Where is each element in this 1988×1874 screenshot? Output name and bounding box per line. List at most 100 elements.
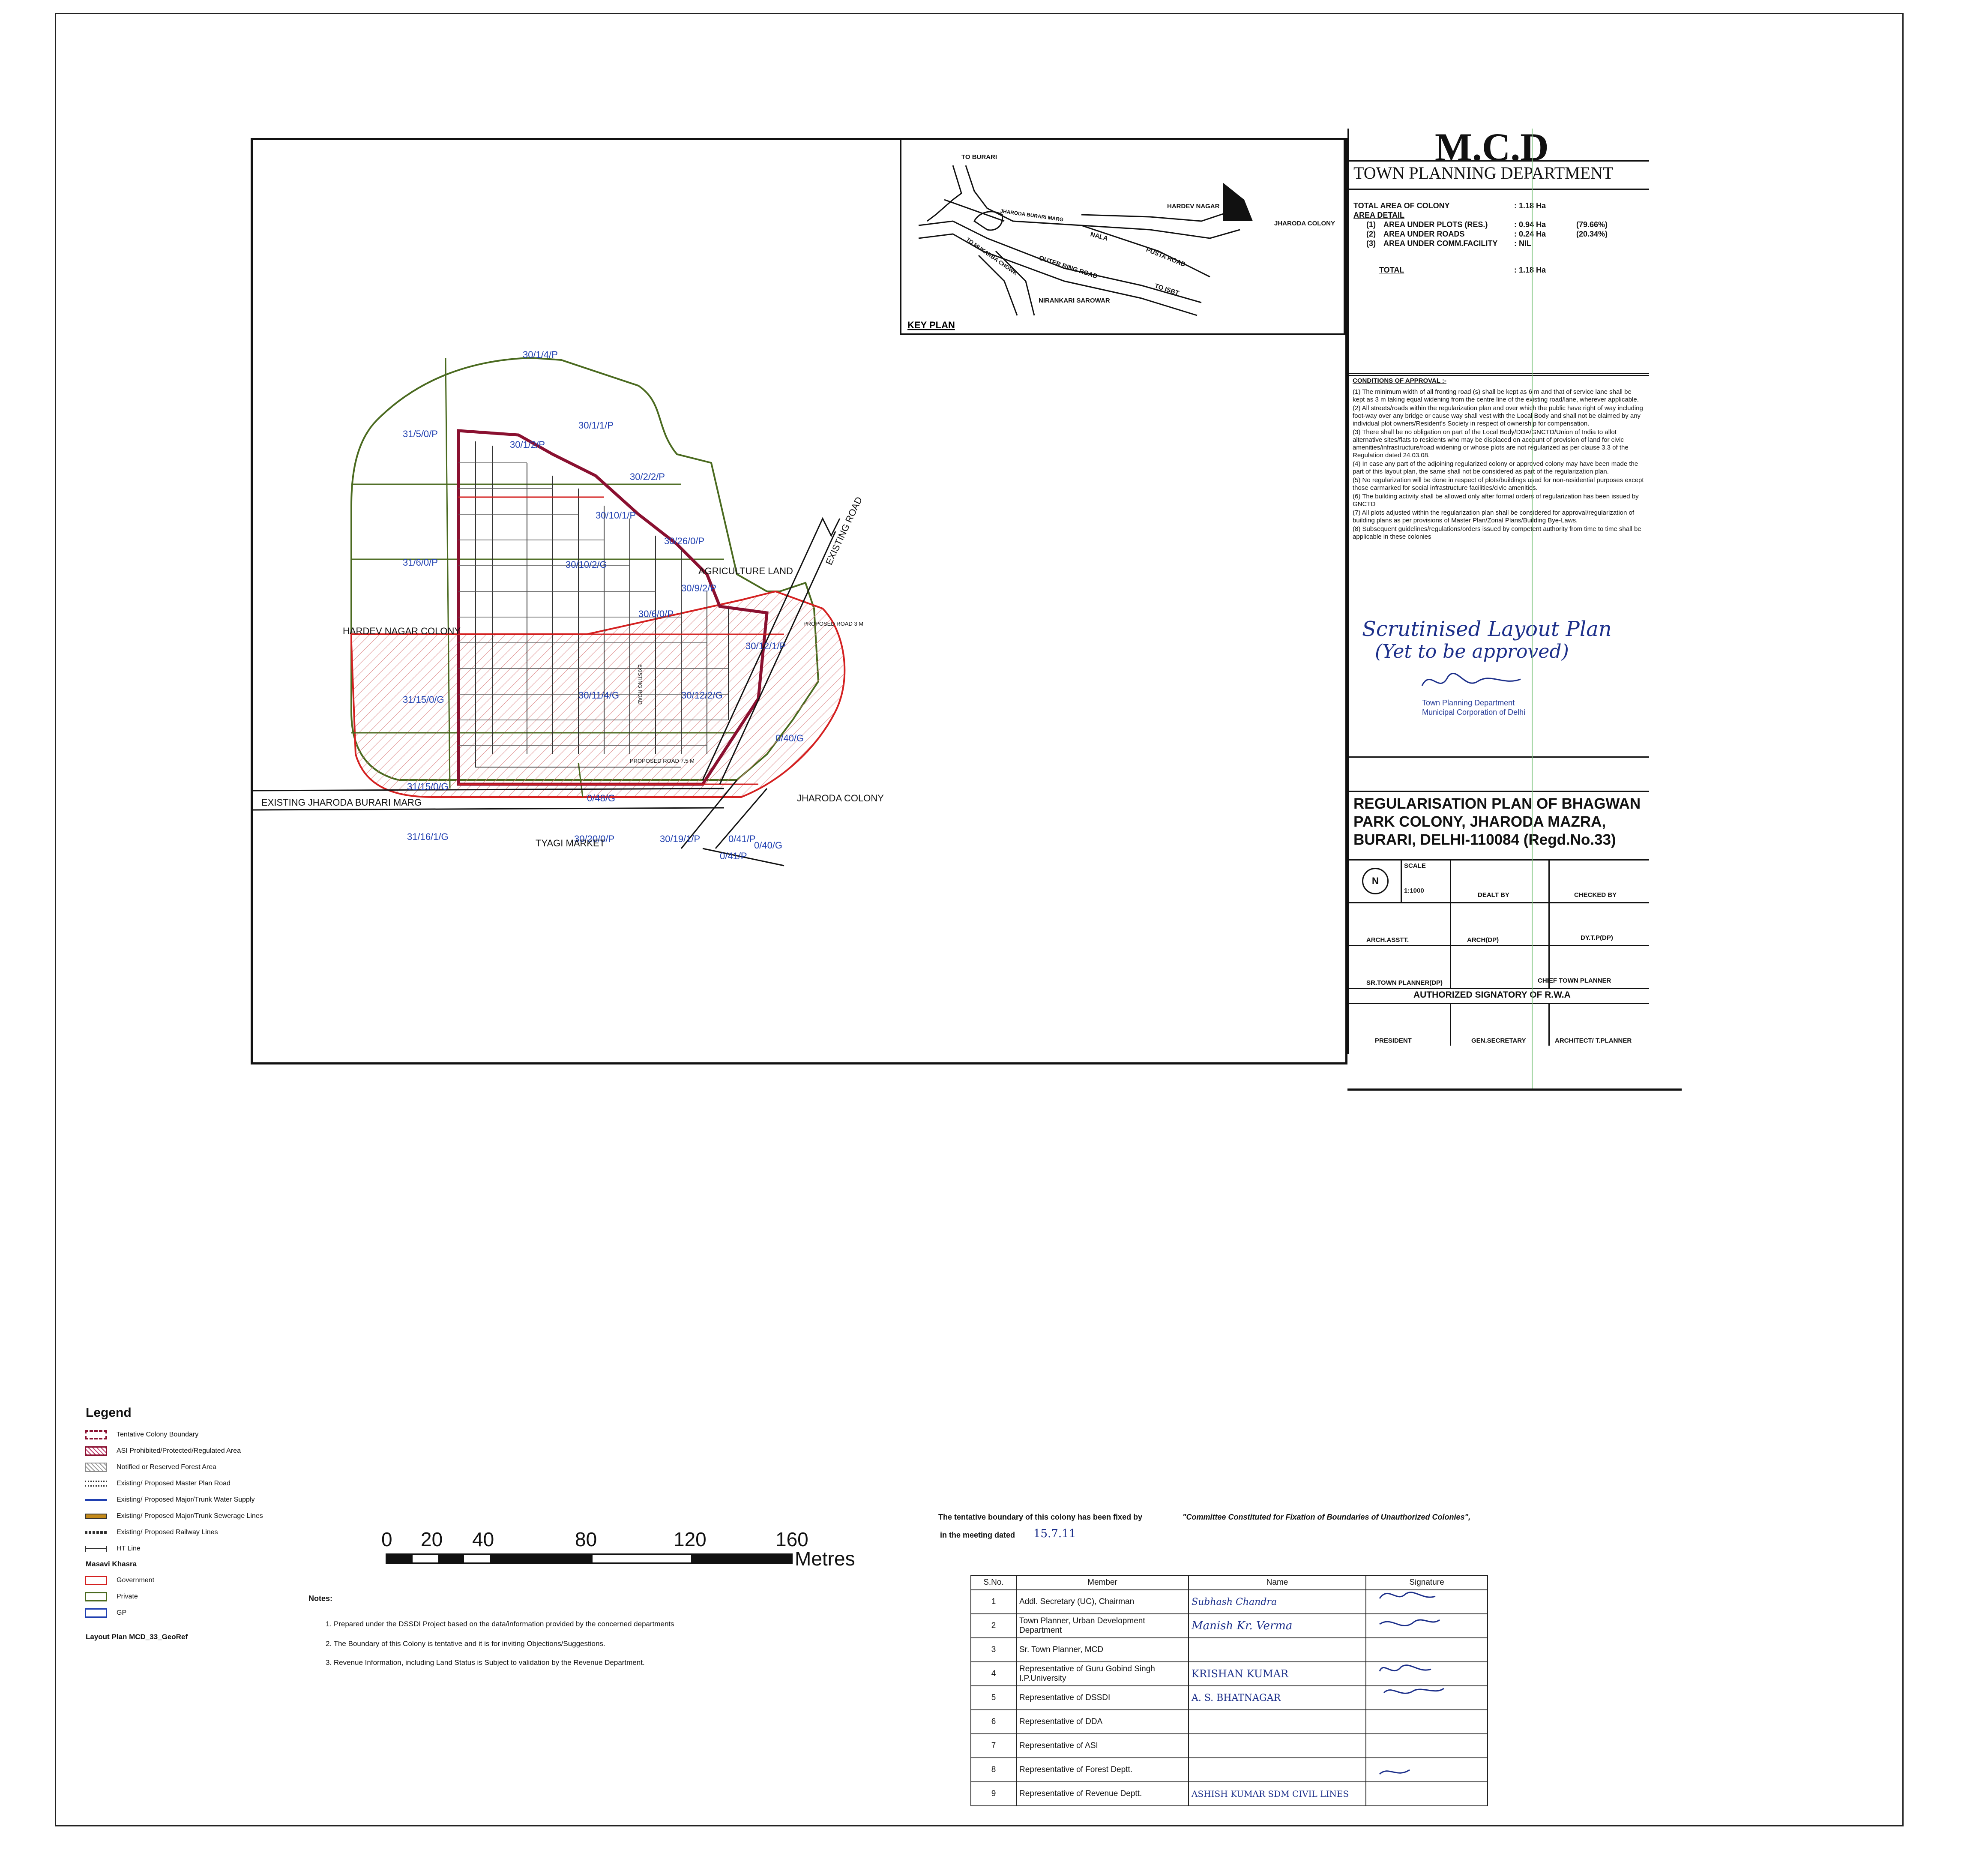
key-plan-label: KEY PLAN	[907, 320, 955, 330]
khasra-legend-title: Masavi Khasra	[86, 1560, 137, 1568]
subdept-title: TOWN PLANNING DEPARTMENT	[1353, 163, 1614, 183]
condition-item: (4) In case any part of the adjoining re…	[1353, 460, 1638, 475]
note-item: 2. The Boundary of this Colony is tentat…	[326, 1640, 605, 1648]
condition-item: (8) Subsequent guidelines/regulations/or…	[1353, 525, 1641, 540]
committee-statement: The tentative boundary of this colony ha…	[938, 1513, 1471, 1540]
khasra-label: 31/5/0/P	[403, 429, 438, 439]
sign-label: ARCH.ASSTT.	[1366, 936, 1409, 944]
key-label: TO BURARI	[961, 153, 997, 161]
title-block-bottom-rule	[1347, 1088, 1682, 1091]
title-block: M.C.D TOWN PLANNING DEPARTMENT TOTAL ARE…	[1347, 125, 1649, 1054]
khasra-label: 30/1/1/P	[578, 420, 614, 431]
khasra-label: 0/48/G	[587, 793, 615, 804]
signature-cell	[1365, 1661, 1488, 1686]
committee-signatures	[1379, 1592, 1444, 1775]
condition-item: (6) The building activity shall be allow…	[1353, 493, 1639, 508]
scale-value: 1:1000	[1404, 887, 1424, 894]
scale-label: SCALE	[1404, 862, 1426, 870]
khasra-label: 30/20/0/P	[574, 834, 614, 844]
place-label: AGRICULTURE LAND	[698, 566, 793, 576]
key-label: OUTER RING ROAD	[1038, 255, 1099, 280]
rwa-label: AUTHORIZED SIGNATORY OF R.W.A	[1413, 990, 1571, 1000]
place-label: EXISTING ROAD	[637, 664, 643, 705]
legend-item: Existing/ Proposed Master Plan Road	[85, 1476, 231, 1491]
khasra-label: 30/12/1/P	[746, 641, 786, 651]
signature-cell	[1365, 1733, 1488, 1758]
khasra-label: 30/6/0/P	[638, 609, 674, 619]
col-header: Member	[1016, 1575, 1189, 1590]
sign-label: DY.T.P(DP)	[1581, 934, 1613, 941]
signature-cell	[1365, 1781, 1488, 1806]
legend-item: Existing/ Proposed Railway Lines	[85, 1525, 218, 1540]
col-header: S.No.	[970, 1575, 1017, 1590]
legend-item: Government	[85, 1573, 154, 1588]
signature-icon	[1379, 1769, 1410, 1775]
legend-item: Tentative Colony Boundary	[85, 1427, 198, 1442]
colony-location-mark	[1223, 183, 1253, 221]
signature-cell	[1365, 1589, 1488, 1614]
key-label: PUSTA ROAD	[1145, 246, 1187, 268]
conditions-of-approval: CONDITIONS OF APPROVAL :- (1) The minimu…	[1353, 377, 1644, 540]
khasra-label: 0/40/G	[754, 840, 782, 851]
legend-title: Legend	[86, 1406, 132, 1420]
notes-heading: Notes:	[308, 1594, 333, 1603]
legend-item: Notified or Reserved Forest Area	[85, 1460, 216, 1475]
signature-icon	[1383, 1688, 1444, 1694]
plan-title: REGULARISATION PLAN OF BHAGWAN PARK COLO…	[1353, 795, 1641, 848]
legend-item: Existing/ Proposed Major/Trunk Water Sup…	[85, 1492, 255, 1508]
signature-cell	[1365, 1613, 1488, 1638]
khasra-label: 30/19/1/P	[660, 834, 700, 844]
condition-item: (5) No regularization will be done in re…	[1353, 477, 1644, 492]
north-cell: N	[1349, 859, 1402, 902]
condition-item: (2) All streets/roads within the regular…	[1353, 405, 1643, 427]
col-header: Name	[1188, 1575, 1366, 1590]
place-label: EXISTING JHARODA BURARI MARG	[261, 797, 422, 808]
sheet-border	[55, 13, 1904, 1826]
condition-item: (1) The minimum width of all fronting ro…	[1353, 388, 1639, 403]
key-plan-drawing: TO BURARI JHARODA BURARI MARG HARDEV NAG…	[907, 153, 1335, 330]
sign-label: ARCHITECT/ T.PLANNER	[1555, 1037, 1632, 1044]
legend-item: GP	[85, 1605, 126, 1621]
place-label: PROPOSED ROAD 3 M	[803, 621, 863, 627]
note-item: 1. Prepared under the DSSDI Project base…	[326, 1620, 674, 1628]
legend-item: Existing/ Proposed Major/Trunk Sewerage …	[85, 1508, 263, 1524]
khasra-label: 30/26/0/P	[664, 536, 704, 546]
meeting-date: 15.7.11	[1033, 1527, 1076, 1540]
key-label: JHARODA COLONY	[1274, 220, 1335, 227]
key-label: TO MUKARBA CHOWK	[965, 236, 1019, 276]
map-frame	[251, 138, 1347, 1064]
condition-item: (7) All plots adjusted within the regula…	[1353, 509, 1635, 524]
khasra-label: 31/6/0/P	[403, 557, 438, 568]
khasra-label: 31/15/0/G	[403, 694, 444, 705]
legend-item: HT Line	[85, 1541, 141, 1556]
place-label: HARDEV NAGAR COLONY	[343, 626, 461, 636]
handwritten-note: (Yet to be approved)	[1375, 641, 1569, 663]
key-label: JHARODA BURARI MARG	[1000, 208, 1064, 223]
col-header: Signature	[1365, 1575, 1488, 1590]
khasra-label: 30/2/2/P	[630, 471, 665, 482]
stamp-text: Town Planning Department	[1422, 699, 1515, 707]
place-label: TYAGI MARKET	[536, 838, 605, 849]
scale-bar: 0 20 40 80 120 160 Metres	[381, 1528, 855, 1570]
georef-line	[1532, 129, 1533, 1088]
key-label: NALA	[1090, 231, 1109, 242]
khasra-label: 30/9/2/P	[681, 583, 716, 594]
khasra-label: 30/11/4/G	[578, 690, 619, 701]
key-plan: TO BURARI JHARODA BURARI MARG HARDEV NAG…	[900, 138, 1345, 335]
signature-icon	[1379, 1619, 1440, 1626]
legend-item: Private	[85, 1589, 138, 1604]
place-label: EXISTING ROAD	[823, 495, 864, 567]
signature-scribble	[1421, 673, 1521, 686]
khasra-label: 31/16/1/G	[407, 831, 449, 842]
khasra-label: 30/1/2/P	[510, 439, 545, 450]
khasra-label: 30/12/2/G	[681, 690, 723, 701]
sign-label: ARCH(DP)	[1467, 936, 1499, 944]
sign-label: PRESIDENT	[1375, 1037, 1412, 1044]
